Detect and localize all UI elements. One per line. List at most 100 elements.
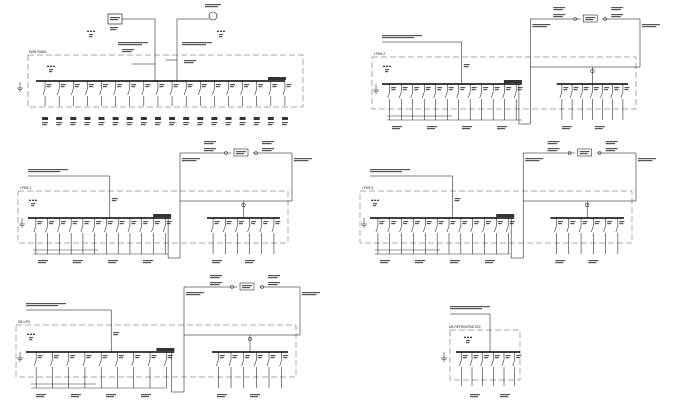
annotation-mark: [263, 223, 268, 225]
breaker-contact: [615, 225, 619, 233]
breaker-contact: [459, 359, 462, 367]
circuit-breaker: [434, 218, 444, 254]
circuit-breaker: [554, 218, 564, 254]
breaker-contact: [505, 225, 509, 233]
annotation-mark: [268, 277, 278, 279]
annotation-mark: [275, 223, 280, 225]
annotation-mark: [505, 357, 510, 359]
annotation-mark: [49, 223, 54, 225]
annotation-mark: [402, 87, 408, 89]
circuit-breaker: [154, 81, 165, 126]
annotation-mark: [70, 357, 75, 359]
annotation-mark: [525, 160, 540, 162]
annotation-mark: [37, 355, 43, 357]
annotation-mark: [605, 143, 616, 145]
annotation-mark: [506, 89, 511, 91]
ats-icon: [553, 7, 624, 23]
arrester-triangle: [35, 199, 37, 201]
annotation-mark: [166, 221, 172, 223]
breaker-contact: [226, 88, 229, 96]
annotation-mark: [614, 87, 620, 89]
annotation-mark: [267, 122, 274, 124]
annotation-mark: [88, 84, 94, 86]
circuit-breaker: [421, 84, 431, 120]
annotation-mark: [561, 126, 572, 128]
annotation-mark: [555, 262, 564, 264]
panel-p5: DB-UPS: [15, 275, 320, 398]
annotation-mark: [611, 16, 621, 18]
annotation-mark: [532, 24, 551, 26]
annotation-mark: [232, 357, 237, 359]
breaker-contact: [268, 88, 272, 96]
breaker-contact: [512, 359, 515, 367]
annotation-mark: [210, 275, 222, 277]
breaker-contact: [183, 88, 187, 96]
arrester-triangle: [374, 199, 376, 201]
annotation-mark: [425, 89, 430, 91]
annotation-mark: [466, 340, 470, 342]
panel-enclosure: [359, 190, 633, 244]
annotation-mark: [154, 221, 160, 223]
annotation-mark: [42, 122, 49, 124]
annotation-mark: [110, 17, 120, 19]
annotation-mark: [31, 203, 35, 205]
arrester-triangle: [220, 30, 222, 32]
annotation-mark: [553, 7, 566, 9]
circuit-breaker: [197, 81, 207, 126]
breaker-contact: [282, 88, 286, 96]
annotation-mark: [555, 260, 566, 262]
breaker-contact: [480, 359, 483, 367]
annotation-mark: [517, 89, 522, 91]
load-symbol: [225, 117, 232, 120]
circuit-breaker: [271, 218, 281, 254]
annotation-mark: [210, 284, 220, 286]
breaker-contact: [579, 91, 583, 99]
breaker-contact: [80, 225, 84, 233]
annotation-mark: [49, 69, 53, 71]
annotation-mark: [392, 126, 402, 128]
circuit-breaker: [610, 84, 620, 120]
annotation-mark: [96, 221, 102, 223]
annotation-mark: [579, 153, 588, 155]
breaker-contact: [600, 91, 603, 99]
annotation-mark: [131, 84, 137, 86]
arrester-triangle: [223, 30, 225, 32]
breaker-contact: [456, 91, 459, 99]
annotation-mark: [262, 148, 274, 150]
breaker-contact: [147, 359, 151, 367]
breaker-contact: [33, 359, 37, 367]
annotation-mark: [112, 124, 118, 126]
annotation-mark: [263, 221, 269, 223]
annotation-mark: [553, 9, 563, 11]
breaker-contact: [620, 91, 624, 99]
annotation-mark: [244, 86, 249, 88]
annotation-mark: [215, 86, 220, 88]
annotation-mark: [71, 396, 79, 398]
annotation-mark: [26, 303, 66, 305]
annotation-mark: [283, 357, 288, 359]
annotation-mark: [438, 223, 443, 225]
annotation-mark: [379, 223, 384, 225]
annotation-mark: [36, 396, 44, 398]
circuit-breaker: [603, 218, 613, 254]
breaker-contact: [33, 225, 37, 233]
annotation-mark: [169, 124, 174, 126]
annotation-mark: [563, 87, 569, 89]
circuit-breaker: [620, 84, 630, 120]
annotation-mark: [262, 150, 272, 152]
annotation-mark: [73, 260, 83, 262]
ats-icon: [547, 141, 618, 157]
annotation-mark: [605, 141, 618, 143]
annotation-mark: [437, 87, 443, 89]
annotation-mark: [46, 84, 52, 86]
circuit-breaker: [505, 218, 515, 254]
annotation-mark: [204, 148, 216, 150]
annotation-mark: [245, 355, 251, 357]
arrester-triangle: [27, 333, 29, 335]
annotation-mark: [415, 262, 423, 264]
breaker-contact: [279, 359, 282, 367]
annotation-mark: [486, 221, 492, 223]
annotation-mark: [553, 16, 563, 18]
annotation-mark: [251, 221, 257, 223]
